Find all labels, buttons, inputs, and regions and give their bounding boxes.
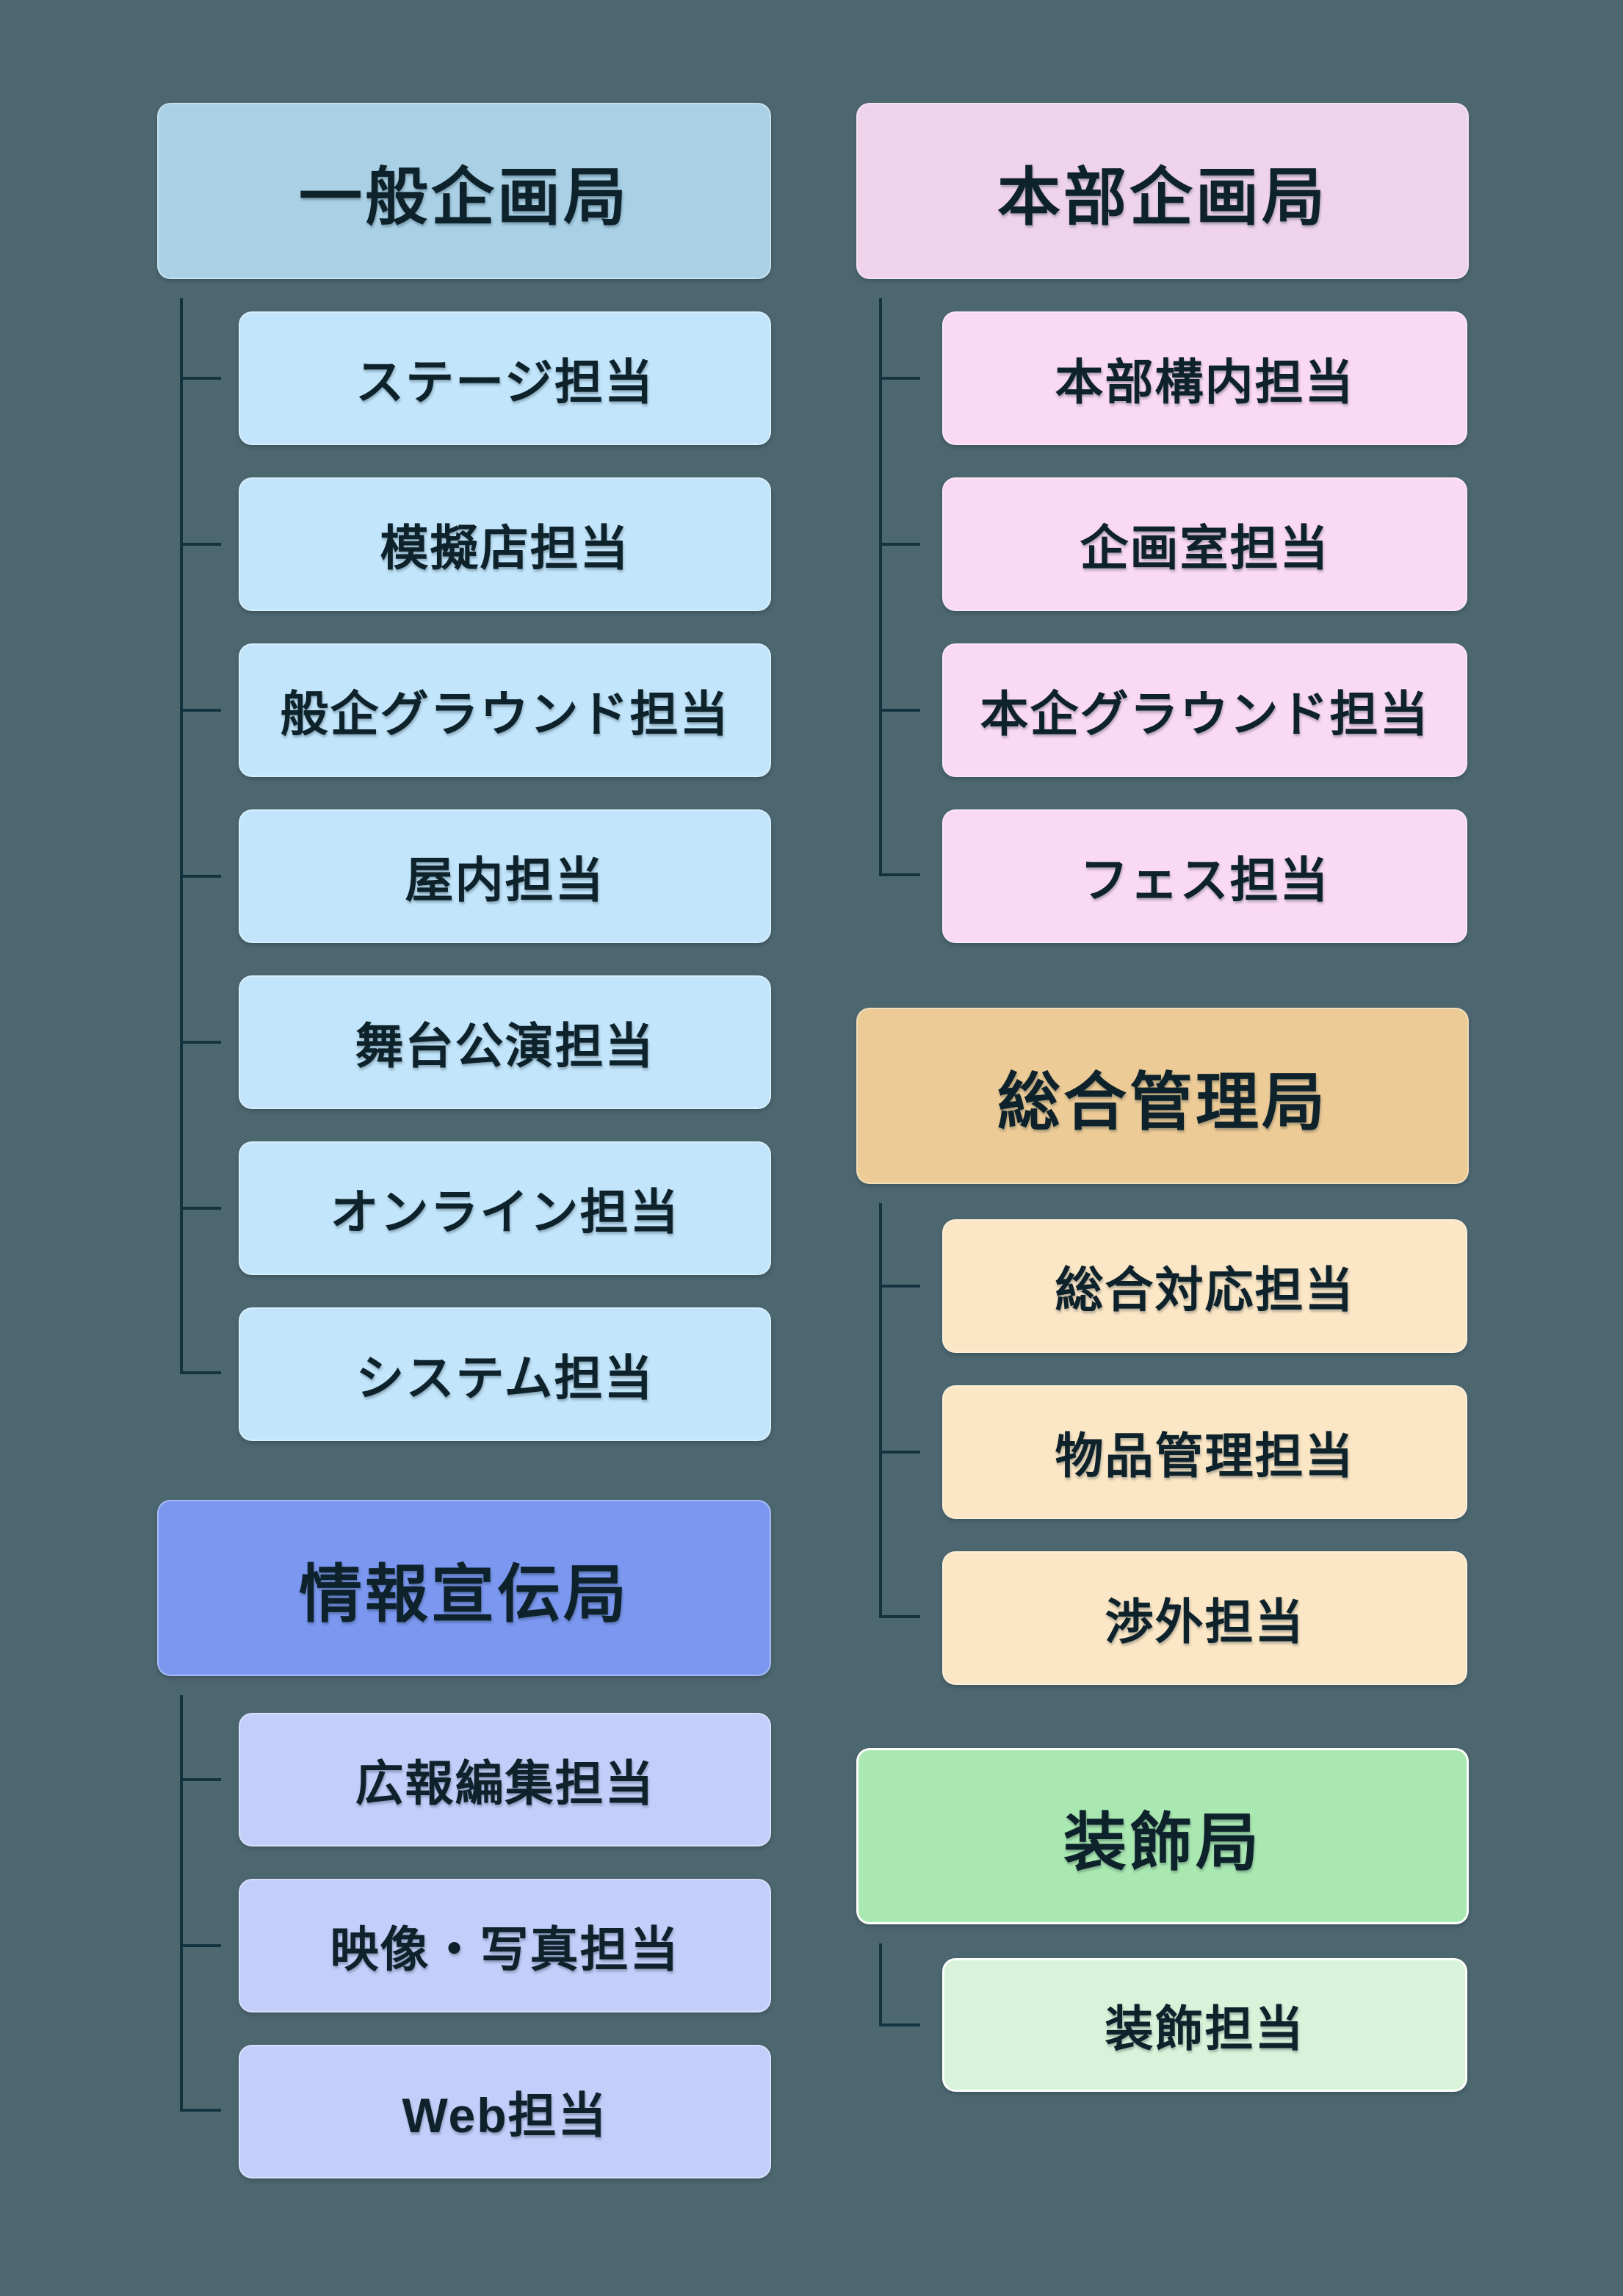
connector-tick	[879, 1615, 920, 1618]
connector-vline-information-pr	[180, 1695, 183, 2112]
connector-tick	[879, 543, 920, 546]
team-node-hanki-ground: 般企グラウンド担当	[239, 643, 771, 777]
connector-vline-general-admin	[879, 1203, 882, 1618]
connector-tick	[180, 377, 221, 380]
bureau-header-general-planning: 一般企画局	[157, 103, 771, 279]
connector-vline-decoration	[879, 1943, 882, 2026]
connector-tick	[879, 873, 920, 876]
team-node-hq-campus: 本部構内担当	[942, 311, 1467, 445]
team-node-fes: フェス担当	[942, 809, 1467, 943]
connector-tick	[180, 1207, 221, 1210]
connector-vline-hq-planning	[879, 298, 882, 876]
team-node-stage: ステージ担当	[239, 311, 771, 445]
team-node-pr-editing: 広報編集担当	[239, 1713, 771, 1846]
team-node-mogiten: 模擬店担当	[239, 477, 771, 611]
team-node-planning-room: 企画室担当	[942, 477, 1467, 611]
connector-vline-general-planning	[180, 298, 183, 1374]
team-node-goods-management: 物品管理担当	[942, 1385, 1467, 1519]
connector-tick	[180, 1371, 221, 1374]
bureau-header-hq-planning: 本部企画局	[856, 103, 1469, 279]
team-node-decoration: 装飾担当	[942, 1958, 1467, 2092]
connector-tick	[180, 875, 221, 878]
bureau-header-information-pr: 情報宣伝局	[157, 1500, 771, 1676]
connector-tick	[180, 1041, 221, 1044]
connector-tick	[180, 1944, 221, 1947]
connector-tick	[879, 2024, 920, 2026]
connector-tick	[180, 543, 221, 546]
connector-tick	[879, 1285, 920, 1288]
connector-tick	[180, 1778, 221, 1781]
team-node-web: Web担当	[239, 2045, 771, 2178]
team-node-honki-ground: 本企グラウンド担当	[942, 643, 1467, 777]
connector-tick	[879, 709, 920, 712]
connector-tick	[879, 1451, 920, 1454]
team-node-external-affairs: 渉外担当	[942, 1551, 1467, 1685]
bureau-header-general-admin: 総合管理局	[856, 1008, 1469, 1184]
team-node-stage-performance: 舞台公演担当	[239, 975, 771, 1109]
connector-tick	[180, 2109, 221, 2112]
connector-tick	[180, 709, 221, 712]
team-node-system: システム担当	[239, 1307, 771, 1441]
team-node-video-photo: 映像・写真担当	[239, 1879, 771, 2012]
connector-tick	[879, 377, 920, 380]
bureau-header-decoration: 装飾局	[856, 1748, 1469, 1924]
team-node-general-response: 総合対応担当	[942, 1219, 1467, 1353]
team-node-online: オンライン担当	[239, 1141, 771, 1275]
team-node-indoor: 屋内担当	[239, 809, 771, 943]
